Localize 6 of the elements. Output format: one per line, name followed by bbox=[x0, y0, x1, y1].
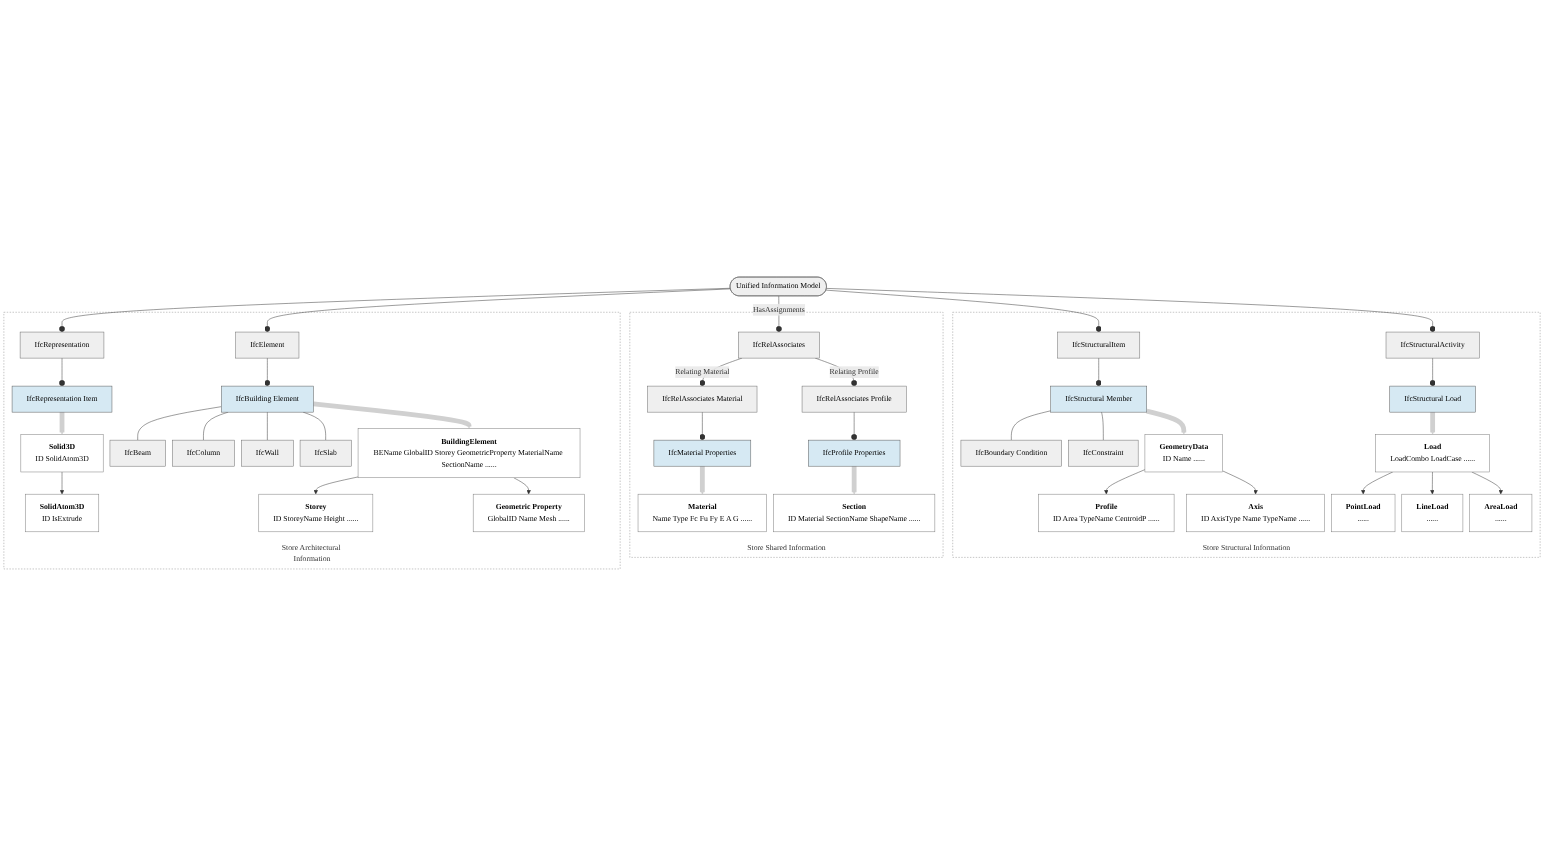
arrow bbox=[851, 466, 857, 495]
arrow bbox=[313, 401, 472, 429]
arrow bbox=[1146, 408, 1187, 435]
arrow bbox=[699, 466, 705, 495]
arrow bbox=[1430, 411, 1436, 435]
arrow bbox=[59, 411, 65, 435]
